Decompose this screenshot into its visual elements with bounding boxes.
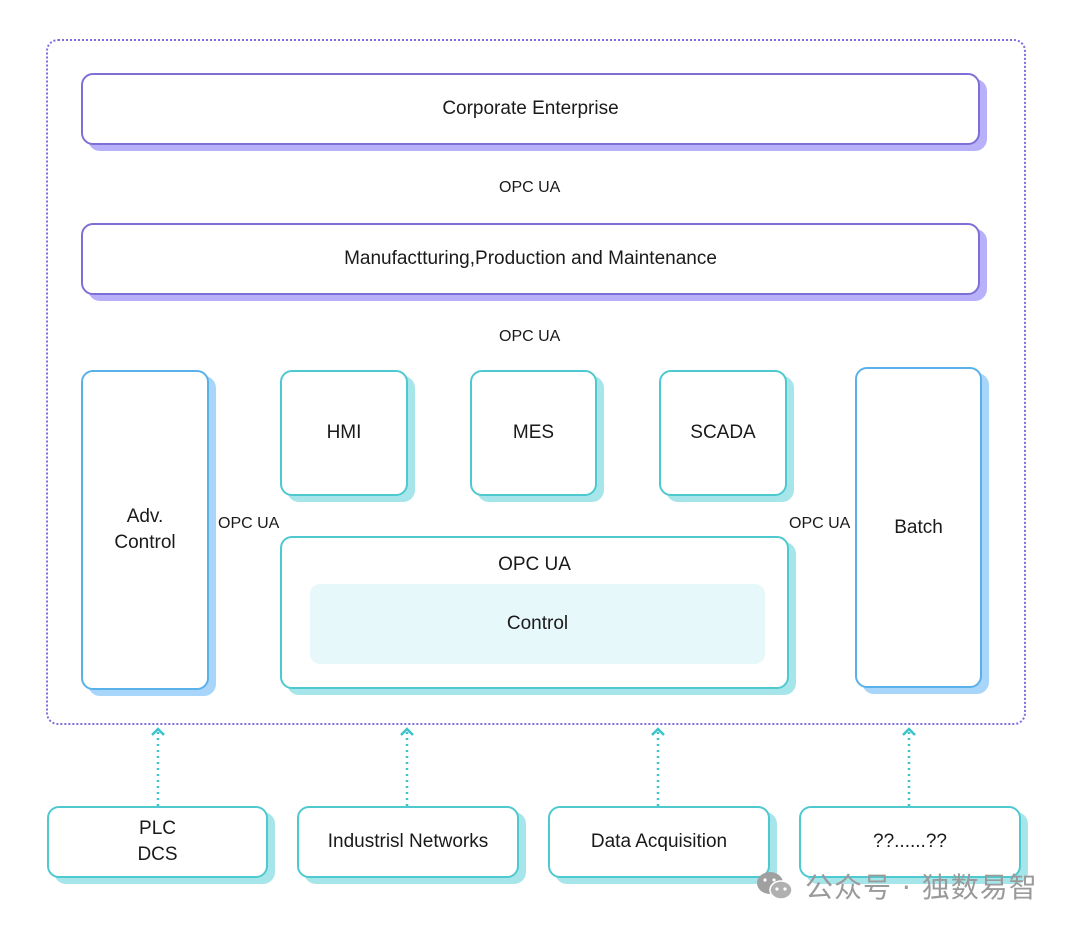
mes-label: MES	[512, 422, 555, 443]
opc-ua-label-left: OPC UA	[218, 515, 280, 532]
opc-control-container: OPC UA Control	[280, 536, 789, 689]
manufacturing-box: Manufactturing,Production and Maintenanc…	[81, 223, 980, 295]
source-label: Industrisl Networks	[327, 831, 489, 852]
opc-ua-label-middle: OPC UA	[499, 328, 561, 345]
hmi-box: HMI	[280, 370, 408, 496]
batch-label: Batch	[894, 516, 943, 538]
arrow-networks-head	[400, 727, 414, 736]
scada-box: SCADA	[659, 370, 787, 496]
opc-ua-label-top: OPC UA	[499, 179, 561, 196]
corporate-enterprise-label: Corporate Enterprise	[442, 98, 619, 119]
batch-box: Batch	[855, 367, 982, 688]
source-label: Data Acquisition	[590, 831, 728, 852]
source-box-plc-dcs: PLC DCS	[47, 806, 268, 878]
arrow-acquisition-head	[651, 727, 665, 736]
adv-control-box: Adv. Control	[81, 370, 209, 690]
wechat-icon	[755, 870, 795, 902]
system-boundary-frame	[46, 39, 1026, 725]
arrow-other-head	[902, 727, 916, 736]
watermark-text: 公众号 · 独数易智	[805, 871, 1038, 904]
source-label: ??......??	[873, 831, 947, 852]
source-box-other: ??......??	[799, 806, 1021, 878]
corporate-enterprise-box: Corporate Enterprise	[81, 73, 980, 145]
adv-control-label: Adv. Control	[114, 506, 176, 553]
arrow-plc-head	[151, 727, 165, 736]
opc-ua-label-right: OPC UA	[789, 515, 851, 532]
control-label: Control	[506, 613, 569, 634]
scada-label: SCADA	[690, 422, 756, 443]
hmi-label: HMI	[326, 422, 362, 443]
watermark: 公众号 · 独数易智	[755, 866, 1038, 906]
source-box-data-acquisition: Data Acquisition	[548, 806, 770, 878]
opc-ua-label-control: OPC UA	[498, 554, 571, 575]
source-box-industrial-networks: Industrisl Networks	[297, 806, 519, 878]
manufacturing-label: Manufactturing,Production and Maintenanc…	[344, 248, 717, 269]
control-box: Control	[310, 584, 765, 664]
source-label: PLC DCS	[137, 818, 178, 865]
mes-box: MES	[470, 370, 597, 496]
